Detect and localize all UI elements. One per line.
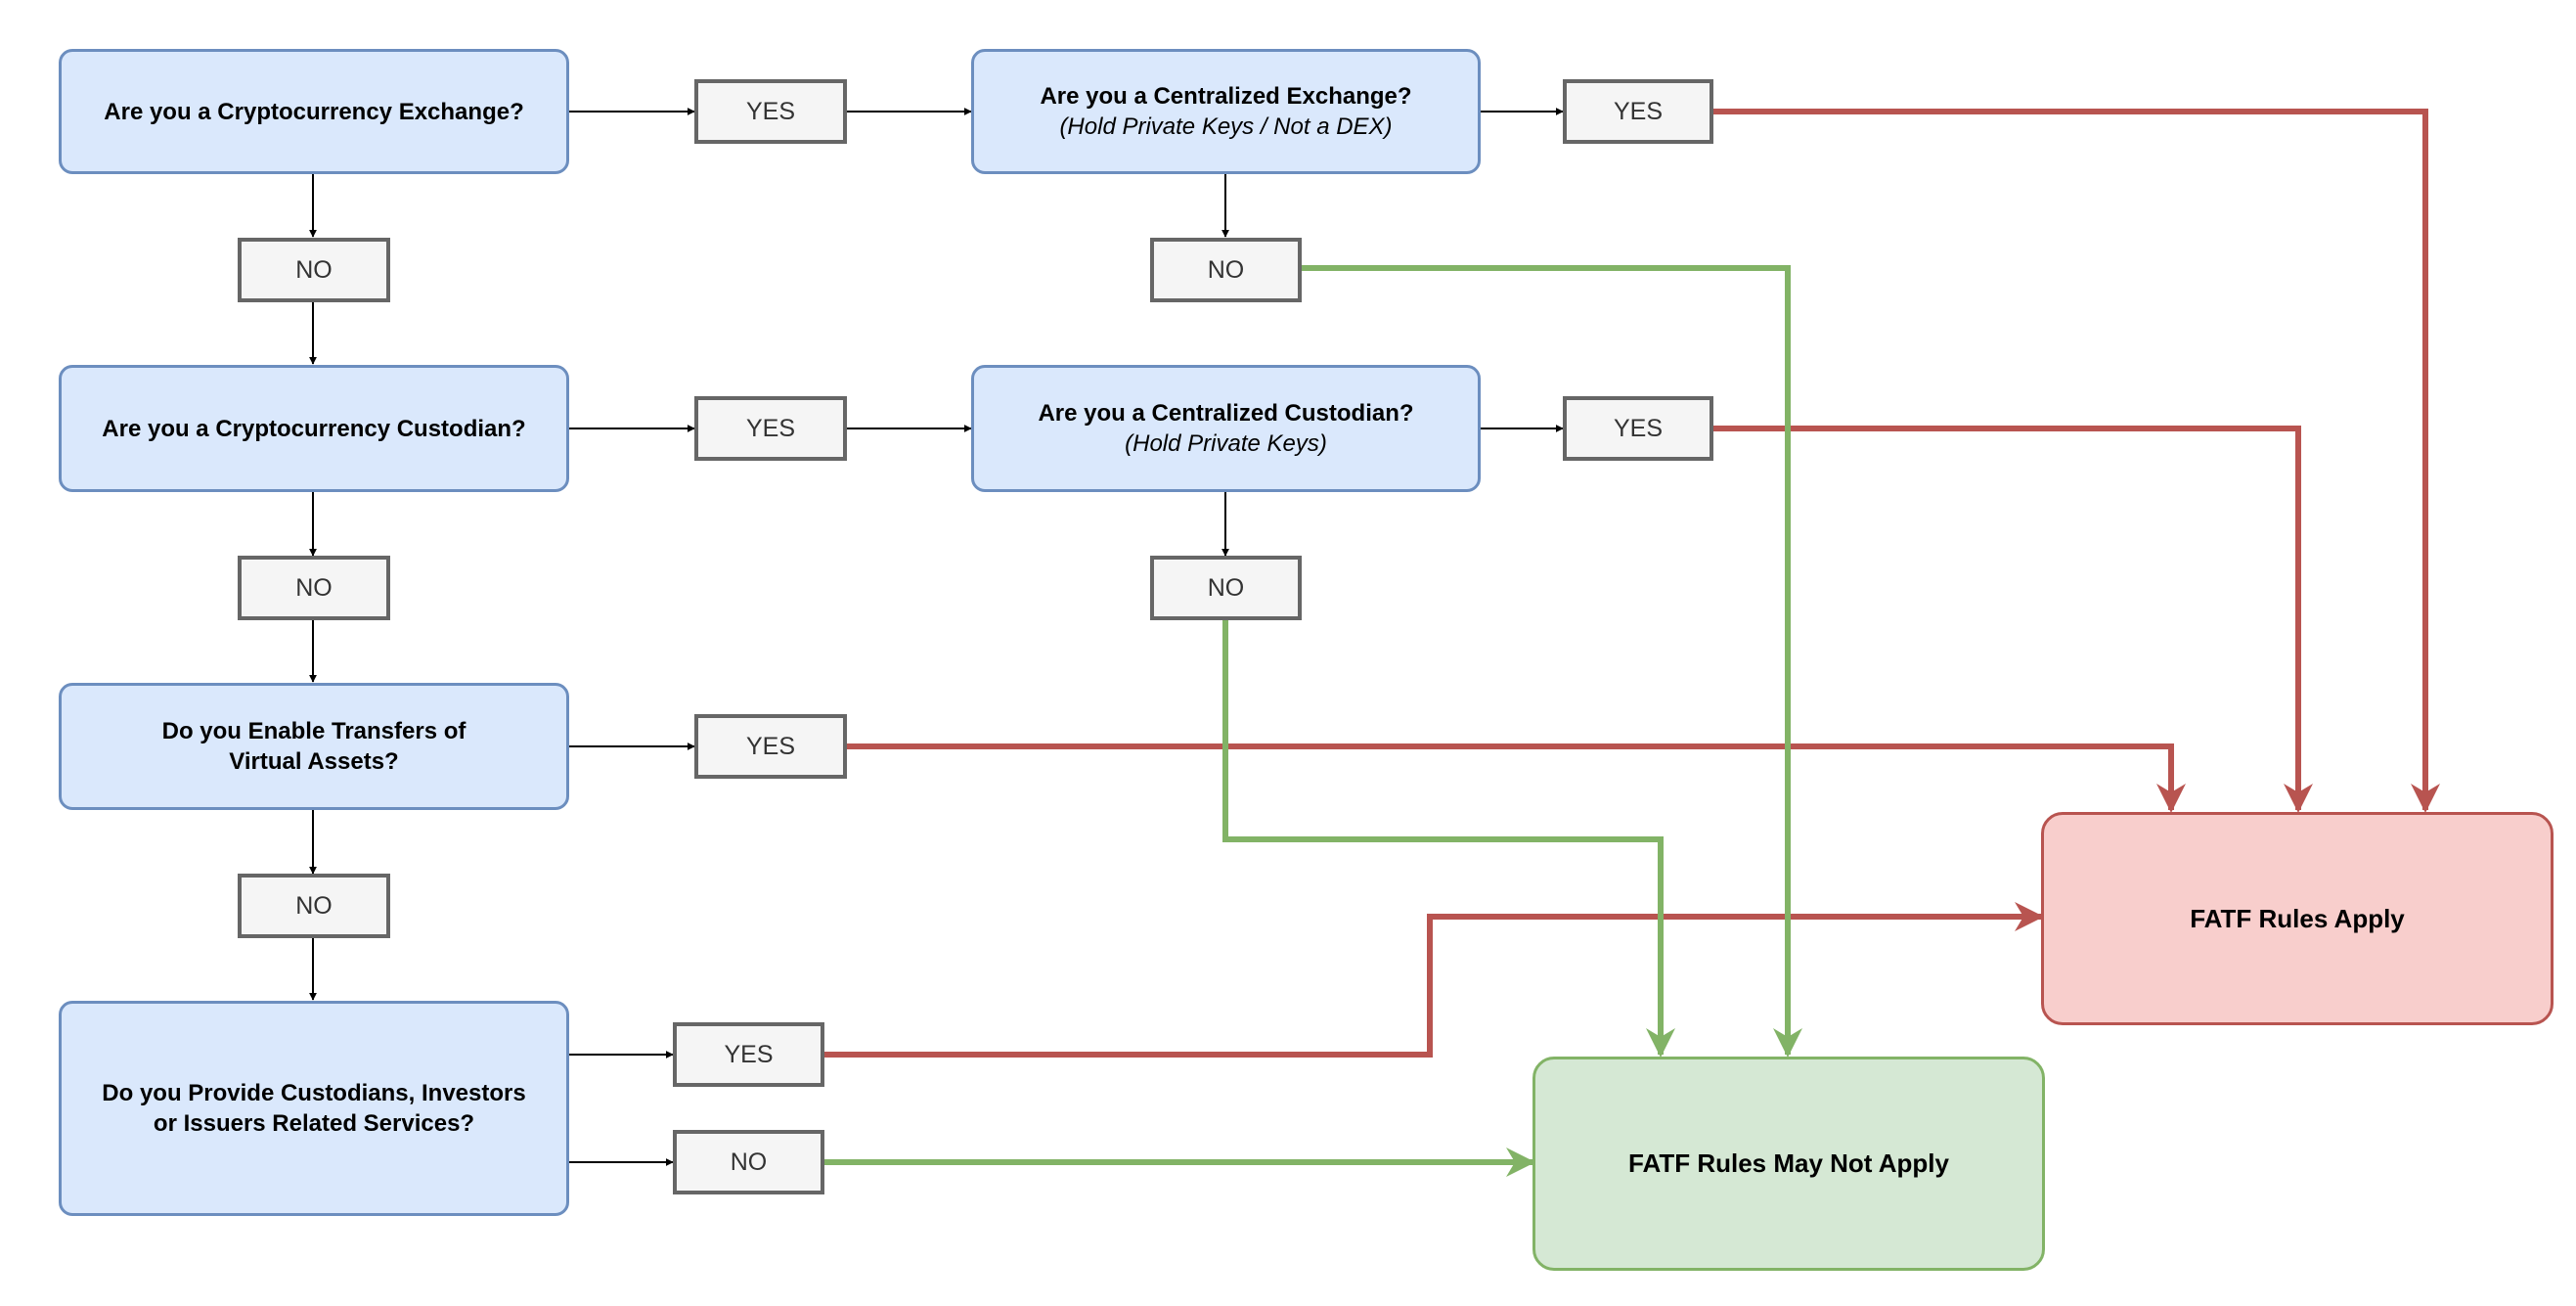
edge-green-exchange-not-apply [1302,265,1802,1058]
no-text: NO [1207,255,1245,284]
yes-text: YES [1613,97,1664,125]
question-subtext: (Hold Private Keys) [1125,430,1327,457]
question-enable-transfers: Do you Enable Transfers of Virtual Asset… [59,683,569,810]
no-text: NO [1207,573,1245,602]
yes-label-exchange: YES [694,79,847,144]
no-text: NO [295,891,333,920]
question-subtext: (Hold Private Keys / Not a DEX) [1059,113,1393,140]
yes-text: YES [724,1040,774,1068]
edge-red-transfers-apply [847,743,2186,813]
outcome-fatf-rules-apply: FATF Rules Apply [2041,812,2554,1025]
yes-label-centralized-exchange: YES [1563,79,1713,144]
outcome-text: FATF Rules May Not Apply [1628,1148,1949,1178]
no-text: NO [730,1148,768,1176]
no-text: NO [295,573,333,602]
yes-label-services: YES [673,1022,824,1087]
no-label-services: NO [673,1130,824,1194]
edge-red-exchange-apply [1713,109,2440,813]
yes-label-centralized-custodian: YES [1563,396,1713,461]
yes-label-custodian: YES [694,396,847,461]
question-text-line1: Do you Enable Transfers of [161,718,466,744]
no-label-exchange: NO [238,238,390,302]
outcome-text: FATF Rules Apply [2190,903,2405,933]
question-text-line2: or Issuers Related Services? [153,1110,475,1137]
yes-text: YES [745,414,796,442]
no-label-custodian: NO [238,556,390,620]
question-text: Are you a Centralized Custodian? [1038,400,1414,427]
question-text: Are you a Cryptocurrency Exchange? [104,98,524,125]
yes-text: YES [745,732,796,760]
question-provide-services: Do you Provide Custodians, Investors or … [59,1001,569,1216]
question-text-line1: Do you Provide Custodians, Investors [102,1080,526,1106]
question-text-line2: Virtual Assets? [229,748,399,775]
edge-red-services-apply [824,902,2044,1058]
question-centralized-exchange: Are you a Centralized Exchange? (Hold Pr… [971,49,1481,174]
yes-label-transfers: YES [694,714,847,779]
edge-green-custodian-not-apply [1222,620,1675,1058]
yes-text: YES [745,97,796,125]
no-label-transfers: NO [238,874,390,938]
no-text: NO [295,255,333,284]
question-cryptocurrency-custodian: Are you a Cryptocurrency Custodian? [59,365,569,492]
no-label-centralized-custodian: NO [1150,556,1302,620]
question-text: Are you a Centralized Exchange? [1040,83,1412,110]
outcome-fatf-rules-may-not-apply: FATF Rules May Not Apply [1532,1057,2045,1271]
edge-red-custodian-apply [1713,426,2313,813]
question-text: Are you a Cryptocurrency Custodian? [102,415,526,442]
yes-text: YES [1613,414,1664,442]
question-centralized-custodian: Are you a Centralized Custodian? (Hold P… [971,365,1481,492]
no-label-centralized-exchange: NO [1150,238,1302,302]
question-cryptocurrency-exchange: Are you a Cryptocurrency Exchange? [59,49,569,174]
